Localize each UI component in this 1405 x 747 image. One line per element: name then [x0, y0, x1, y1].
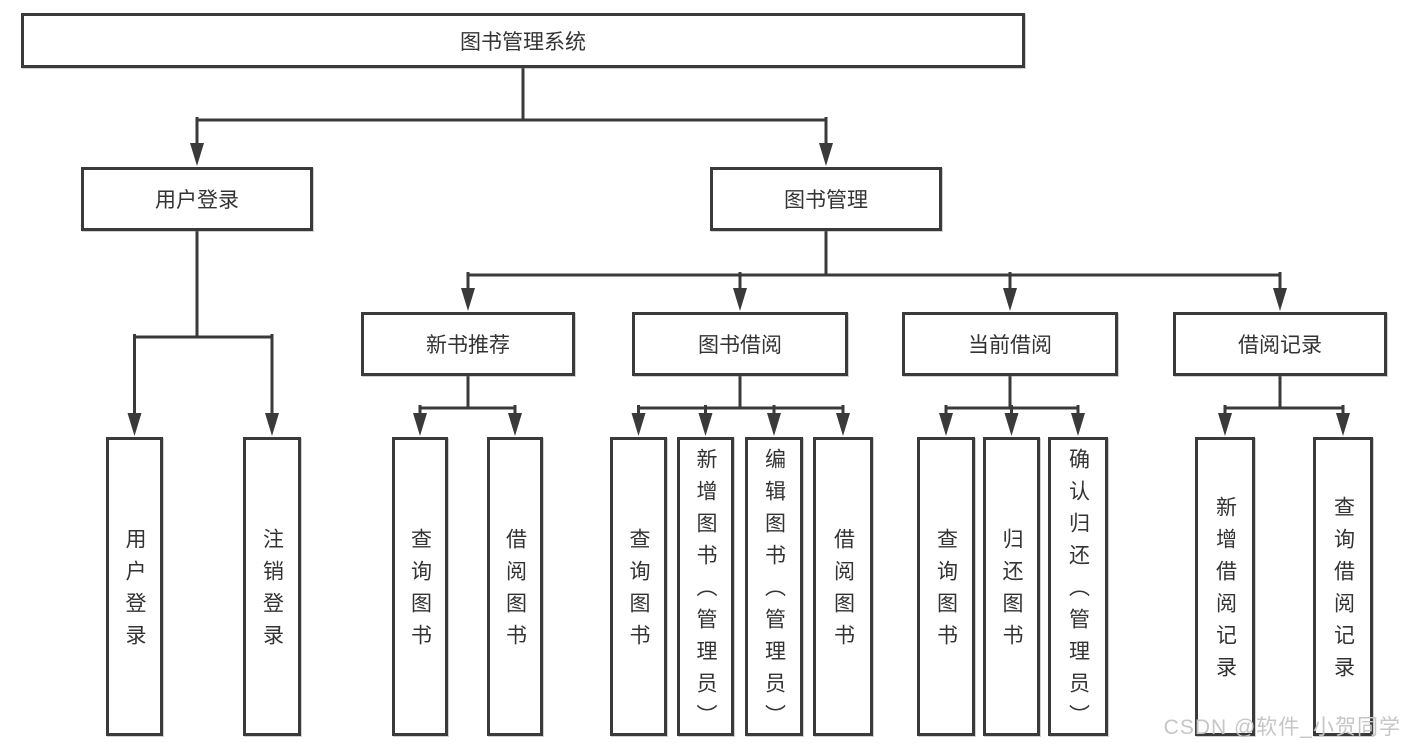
leaf-borrow-book-recommend: 借阅图书 [487, 437, 543, 736]
leaf-confirm-return-admin: 确认归还（管理员） [1048, 437, 1108, 736]
leaf-add-book-admin-label: 新增图书（管理员） [694, 448, 717, 736]
node-current-borrow-label: 当前借阅 [968, 334, 1052, 357]
leaf-confirm-return-admin-label: 确认归还（管理员） [1066, 448, 1090, 736]
leaf-edit-book-admin: 编辑图书（管理员） [745, 437, 803, 736]
leaf-query-book-current: 查询图书 [917, 437, 975, 736]
node-borrow-record-label: 借阅记录 [1238, 334, 1322, 357]
leaf-query-borrow-record-label: 查询借阅记录 [1331, 496, 1355, 688]
leaf-borrow-book-recommend-label: 借阅图书 [503, 528, 527, 656]
leaf-return-book: 归还图书 [983, 437, 1040, 736]
node-user-login: 用户登录 [81, 167, 313, 231]
node-book-borrow: 图书借阅 [632, 312, 848, 376]
arrowheads [127, 143, 1350, 436]
node-book-management-label: 图书管理 [784, 189, 868, 212]
leaf-logout: 注销登录 [243, 437, 301, 736]
leaf-add-book-admin: 新增图书（管理员） [677, 437, 734, 736]
csdn-watermark: CSDN @软件_小贺同学 [1163, 716, 1401, 739]
leaf-query-book-borrow-label: 查询图书 [627, 528, 650, 656]
node-book-management: 图书管理 [710, 167, 942, 231]
leaf-query-book-current-label: 查询图书 [934, 528, 958, 656]
node-book-borrow-label: 图书借阅 [698, 334, 782, 357]
node-root-label: 图书管理系统 [460, 30, 586, 54]
leaf-user-login: 用户登录 [106, 437, 163, 736]
node-borrow-record: 借阅记录 [1173, 312, 1387, 376]
node-root: 图书管理系统 [21, 13, 1025, 68]
leaf-return-book-label: 归还图书 [1000, 528, 1023, 656]
leaf-edit-book-admin-label: 编辑图书（管理员） [762, 448, 786, 736]
node-new-book-recommend: 新书推荐 [361, 312, 575, 376]
node-user-login-label: 用户登录 [155, 189, 239, 212]
leaf-logout-label: 注销登录 [260, 528, 284, 656]
leaf-query-book-borrow: 查询图书 [610, 437, 667, 736]
leaf-add-borrow-record-label: 新增借阅记录 [1213, 496, 1237, 688]
leaf-query-borrow-record: 查询借阅记录 [1313, 437, 1373, 736]
leaf-borrow-book: 借阅图书 [813, 437, 873, 736]
node-new-book-recommend-label: 新书推荐 [426, 334, 510, 357]
leaf-user-login-label: 用户登录 [123, 528, 146, 656]
leaf-query-book-recommend-label: 查询图书 [408, 528, 432, 656]
leaf-add-borrow-record: 新增借阅记录 [1195, 437, 1255, 736]
leaf-query-book-recommend: 查询图书 [392, 437, 448, 736]
node-current-borrow: 当前借阅 [902, 312, 1118, 376]
leaf-borrow-book-label: 借阅图书 [831, 528, 855, 656]
